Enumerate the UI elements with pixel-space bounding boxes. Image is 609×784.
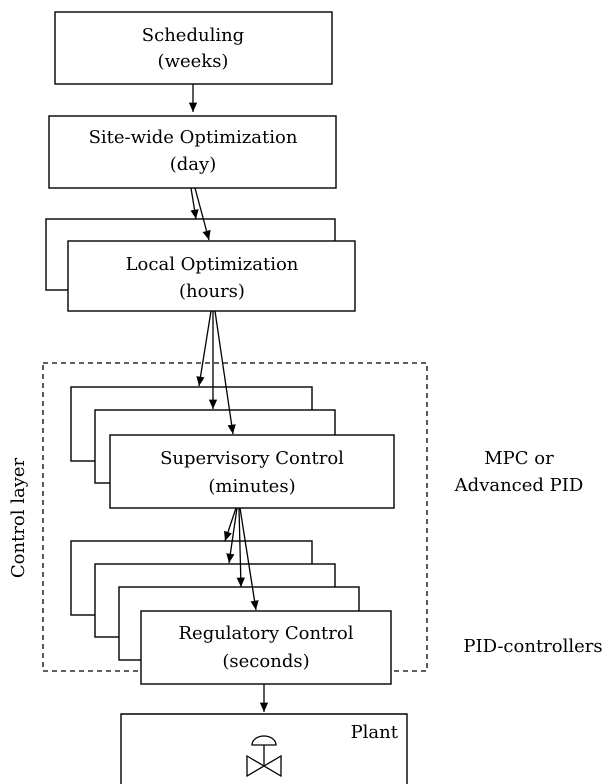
site-wide-title: Site-wide Optimization <box>89 127 298 148</box>
arrow-supervisory-to-regulatory-1 <box>224 507 237 542</box>
scheduling-box: Scheduling (weeks) <box>54 11 333 85</box>
local-optimization-stack: Local Optimization (hours) <box>45 218 356 312</box>
local-title: Local Optimization <box>126 254 299 275</box>
site-wide-optimization-box: Site-wide Optimization (day) <box>48 115 337 189</box>
supervisory-title: Supervisory Control <box>160 448 344 469</box>
arrow-site-to-local-1 <box>190 187 199 220</box>
scheduling-title: Scheduling <box>142 25 244 46</box>
regulatory-timescale: (seconds) <box>222 651 309 672</box>
supervisory-timescale: (minutes) <box>208 476 295 497</box>
site-wide-timescale: (day) <box>170 154 216 175</box>
scheduling-timescale: (weeks) <box>158 51 229 72</box>
mpc-annotation-line1: MPC or <box>484 448 554 469</box>
regulatory-title: Regulatory Control <box>178 623 353 644</box>
arrow-supervisory-to-regulatory-3 <box>236 507 245 588</box>
plant-title: Plant <box>351 722 399 743</box>
valve-icon <box>246 735 282 778</box>
local-optimization-box <box>67 240 356 312</box>
mpc-annotation-line2: Advanced PID <box>454 475 584 496</box>
arrow-supervisory-to-regulatory-2 <box>226 507 238 564</box>
arrow-supervisory-to-regulatory-4 <box>239 507 259 611</box>
plant-box: Plant <box>120 713 408 784</box>
regulatory-control-stack: Regulatory Control (seconds) <box>70 540 392 685</box>
control-layer-label: Control layer <box>8 457 29 578</box>
arrow-site-to-local-2 <box>194 187 211 241</box>
arrow-local-to-supervisory-1 <box>196 310 212 387</box>
supervisory-control-box <box>109 434 395 509</box>
supervisory-control-stack: Supervisory Control (minutes) <box>70 386 395 509</box>
pid-annotation: PID-controllers <box>463 636 602 657</box>
arrow-local-to-supervisory-3 <box>214 310 236 435</box>
regulatory-control-box <box>140 610 392 685</box>
local-timescale: (hours) <box>179 281 245 302</box>
